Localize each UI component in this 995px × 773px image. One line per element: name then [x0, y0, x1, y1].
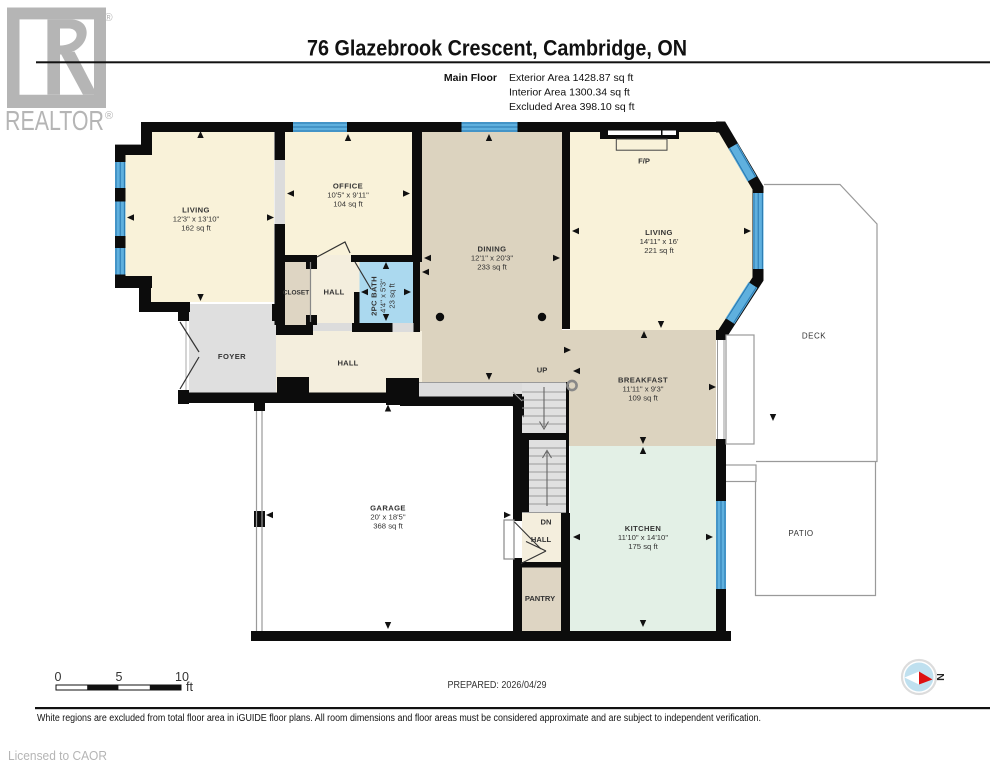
svg-text:12'1" x 20'3": 12'1" x 20'3" [471, 254, 513, 263]
svg-text:10: 10 [175, 670, 189, 684]
svg-text:PANTRY: PANTRY [525, 594, 555, 603]
svg-text:DINING: DINING [478, 245, 507, 254]
svg-text:DN: DN [541, 518, 552, 527]
svg-text:N: N [934, 673, 946, 681]
svg-text:GARAGE: GARAGE [370, 504, 406, 513]
svg-text:10'5" x 9'11": 10'5" x 9'11" [327, 191, 369, 200]
svg-text:White regions are excluded fro: White regions are excluded from total fl… [37, 713, 761, 724]
svg-text:®: ® [105, 12, 113, 24]
svg-text:KITCHEN: KITCHEN [625, 524, 662, 533]
svg-text:368 sq ft: 368 sq ft [373, 522, 403, 531]
svg-text:12'3" x 13'10": 12'3" x 13'10" [173, 215, 220, 224]
svg-text:162 sq ft: 162 sq ft [181, 224, 211, 233]
svg-text:20' x 18'5": 20' x 18'5" [370, 513, 405, 522]
svg-text:Licensed to CAOR: Licensed to CAOR [8, 748, 107, 763]
svg-text:Main Floor: Main Floor [444, 72, 497, 84]
svg-text:104 sq ft: 104 sq ft [333, 200, 363, 209]
svg-text:DECK: DECK [802, 332, 826, 341]
svg-text:221 sq ft: 221 sq ft [644, 246, 674, 255]
svg-text:®: ® [105, 110, 113, 122]
svg-text:LIVING: LIVING [645, 228, 673, 237]
svg-text:175 sq ft: 175 sq ft [628, 542, 658, 551]
svg-text:CLOSET: CLOSET [283, 290, 309, 297]
svg-text:F/P: F/P [638, 157, 650, 166]
svg-text:PATIO: PATIO [788, 529, 813, 538]
svg-text:76 Glazebrook Crescent, Cambri: 76 Glazebrook Crescent, Cambridge, ON [307, 36, 687, 61]
svg-text:Interior Area 1300.34 sq ft: Interior Area 1300.34 sq ft [509, 87, 630, 99]
svg-text:5: 5 [116, 670, 123, 684]
svg-text:23 sq ft: 23 sq ft [388, 283, 397, 309]
svg-text:BREAKFAST: BREAKFAST [618, 376, 668, 385]
svg-text:HALL: HALL [323, 288, 344, 297]
svg-text:PREPARED: 2026/04/29: PREPARED: 2026/04/29 [448, 680, 547, 691]
svg-text:0: 0 [55, 670, 62, 684]
svg-text:LIVING: LIVING [182, 206, 210, 215]
svg-text:4'4" x 5'3": 4'4" x 5'3" [379, 279, 388, 313]
svg-text:14'11" x 16': 14'11" x 16' [640, 237, 679, 246]
svg-text:Excluded Area 398.10 sq ft: Excluded Area 398.10 sq ft [509, 101, 635, 113]
svg-text:233 sq ft: 233 sq ft [477, 263, 507, 272]
svg-text:11'10" x 14'10": 11'10" x 14'10" [618, 533, 668, 542]
svg-text:HALL: HALL [531, 535, 552, 544]
svg-text:11'11" x 9'3": 11'11" x 9'3" [622, 385, 663, 394]
svg-text:2PC BATH: 2PC BATH [370, 276, 379, 316]
svg-text:Exterior Area 1428.87 sq ft: Exterior Area 1428.87 sq ft [509, 72, 633, 84]
svg-text:ft: ft [186, 680, 193, 694]
svg-text:109 sq ft: 109 sq ft [628, 394, 658, 403]
svg-text:HALL: HALL [337, 359, 358, 368]
svg-text:UP: UP [537, 366, 548, 375]
svg-text:FOYER: FOYER [218, 352, 246, 361]
svg-text:OFFICE: OFFICE [333, 182, 363, 191]
svg-text:REALTOR: REALTOR [5, 105, 104, 136]
